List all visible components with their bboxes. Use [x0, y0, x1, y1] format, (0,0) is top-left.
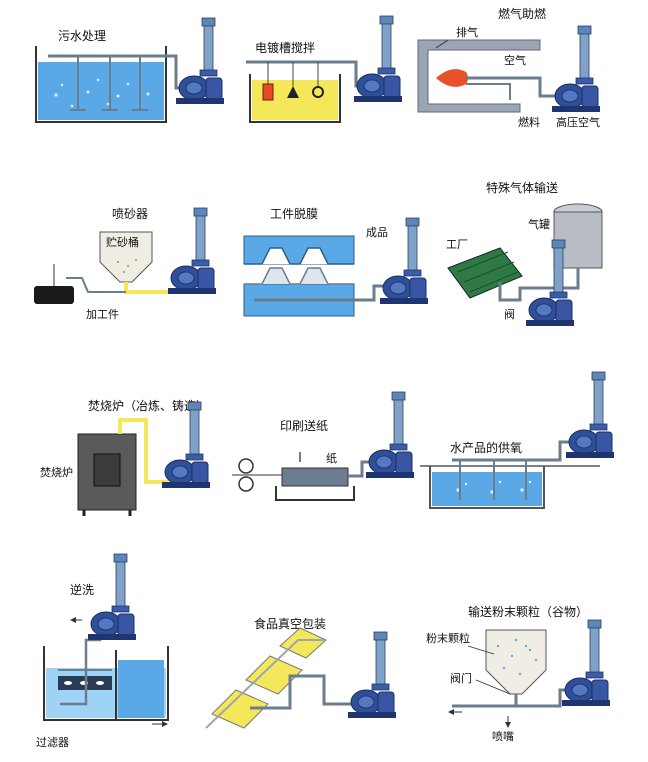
sand-grains: [117, 259, 137, 273]
panel-title-gas-transport: 特殊气体输送: [486, 180, 558, 195]
furnace-wall: [417, 39, 541, 113]
upper-mold: [243, 235, 355, 265]
label-fuel: 燃料: [518, 115, 540, 129]
package-2: [245, 655, 303, 695]
roots-blower-icon: [353, 15, 403, 103]
label-valve: 阀: [504, 307, 515, 321]
filter-media-gaps: [64, 681, 104, 685]
panel-title-aquatic: 水产品的供氧: [450, 440, 522, 455]
conveyor-edge: [205, 639, 324, 729]
label-factory: 工厂: [446, 238, 468, 251]
label-tank: 气罐: [528, 217, 550, 231]
roots-blower-icon: [551, 25, 601, 113]
package-1: [211, 689, 269, 729]
transport-pipe: [452, 694, 518, 708]
fuel-pipe: [466, 83, 511, 100]
panel-food-pack: 食品真空包装: [205, 616, 397, 729]
label-air: 空气: [504, 53, 526, 67]
panel-title-backwash: 逆洗: [70, 582, 94, 597]
sewage-tank: [35, 46, 167, 123]
paper-stack: [281, 467, 349, 487]
factory-building: [447, 247, 523, 299]
panel-combustion: 燃气助燃 排气 空气 燃料 高压空气: [417, 6, 601, 129]
supply-pipe: [452, 440, 572, 462]
air-pipe: [466, 76, 556, 98]
panel-aquatic: 水产品的供氧: [420, 371, 615, 509]
roller-top: [238, 458, 254, 474]
package-3: [279, 627, 327, 659]
supply-pipe: [254, 284, 386, 302]
panel-title-incinerator: 焚烧炉（冶炼、铸造）: [88, 398, 208, 413]
panel-sewage: 污水处理: [35, 17, 225, 123]
label-powder: 粉末颗粒: [426, 631, 470, 645]
label-product: 成品: [366, 226, 388, 239]
powder-hopper: [485, 629, 547, 695]
label-nozzle: 喷嘴: [492, 730, 514, 743]
roots-blower-icon: [161, 401, 211, 489]
cathode-part: [287, 86, 299, 98]
panel-title-sandblast: 喷砂器: [112, 207, 148, 221]
label-filter: 过滤器: [36, 736, 69, 749]
label-sand-tank: 贮砂桶: [106, 235, 139, 249]
panel-title-printing: 印刷送纸: [280, 418, 328, 433]
formed-product: [244, 267, 354, 285]
panel-sandblast: 喷砂器 贮砂桶 加工件: [34, 207, 217, 321]
roots-blower-icon: [365, 391, 415, 479]
panel-title-combustion: 燃气助燃: [498, 6, 546, 21]
label-hp-air: 高压空气: [556, 115, 600, 129]
exhaust-arrow: [435, 39, 449, 49]
pond: [429, 466, 545, 509]
clear-water: [118, 660, 164, 718]
diffuser-pipes: [459, 460, 527, 500]
electrode-hangers: [267, 62, 319, 86]
powder-particles: [496, 638, 538, 676]
diffuser-pipes: [70, 56, 148, 111]
sand-tank: [99, 231, 153, 283]
panel-title-demold: 工件脱膜: [270, 206, 318, 221]
blast-hose: [66, 277, 126, 293]
roller-bottom: [238, 476, 254, 492]
air-bubbles: [456, 480, 532, 494]
gas-pipe: [498, 268, 580, 302]
label-exhaust: 排气: [456, 25, 478, 39]
sewage-tank-water: [38, 62, 164, 120]
supply-pipe: [250, 674, 352, 710]
label-valve: 阀门: [450, 671, 472, 685]
panel-title-plating: 电镀槽搅拌: [255, 40, 315, 55]
panel-incinerator: 焚烧炉（冶炼、铸造） 焚烧炉: [40, 398, 211, 516]
panel-title-sewage: 污水处理: [58, 29, 106, 43]
panel-powder: 输送粉末颗粒（谷物） 粉末颗粒 阀门 喷嘴: [426, 604, 611, 743]
factory-roof-lines: [457, 251, 519, 293]
supply-pipe: [118, 418, 170, 484]
panel-title-food-pack: 食品真空包装: [254, 616, 326, 631]
filter-basin: [43, 646, 169, 721]
roots-blower-icon: [565, 371, 615, 459]
panel-printing: 印刷送纸 纸: [232, 391, 415, 501]
roots-blower-icon: [175, 17, 225, 105]
supply-pipe: [348, 460, 372, 478]
roots-blower-icon: [167, 207, 217, 295]
label-furnace: 焚烧炉: [40, 466, 73, 479]
panel-demold: 工件脱膜 成品: [243, 206, 429, 317]
plating-tank: [249, 74, 341, 123]
panel-backwash: 逆洗 过滤器: [36, 553, 169, 749]
mold-cavity: [244, 247, 354, 265]
pond-water: [432, 472, 542, 506]
anode-plate: [262, 83, 274, 101]
roots-blower-icon: [347, 631, 397, 719]
panel-gas-transport: 特殊气体输送 气罐 工厂 阀: [446, 180, 603, 327]
ring-part: [312, 86, 324, 98]
workpiece: [34, 286, 74, 304]
paper-tray: [275, 486, 355, 501]
panel-title-powder: 输送粉末颗粒（谷物）: [468, 604, 588, 619]
furnace-door: [93, 453, 121, 487]
flame: [436, 69, 468, 87]
roots-blower-icon: [87, 553, 137, 641]
panel-plating: 电镀槽搅拌: [246, 15, 403, 123]
roots-blower-icon: [561, 619, 611, 707]
label-paper: 纸: [326, 452, 337, 465]
label-workpiece: 加工件: [86, 308, 119, 321]
